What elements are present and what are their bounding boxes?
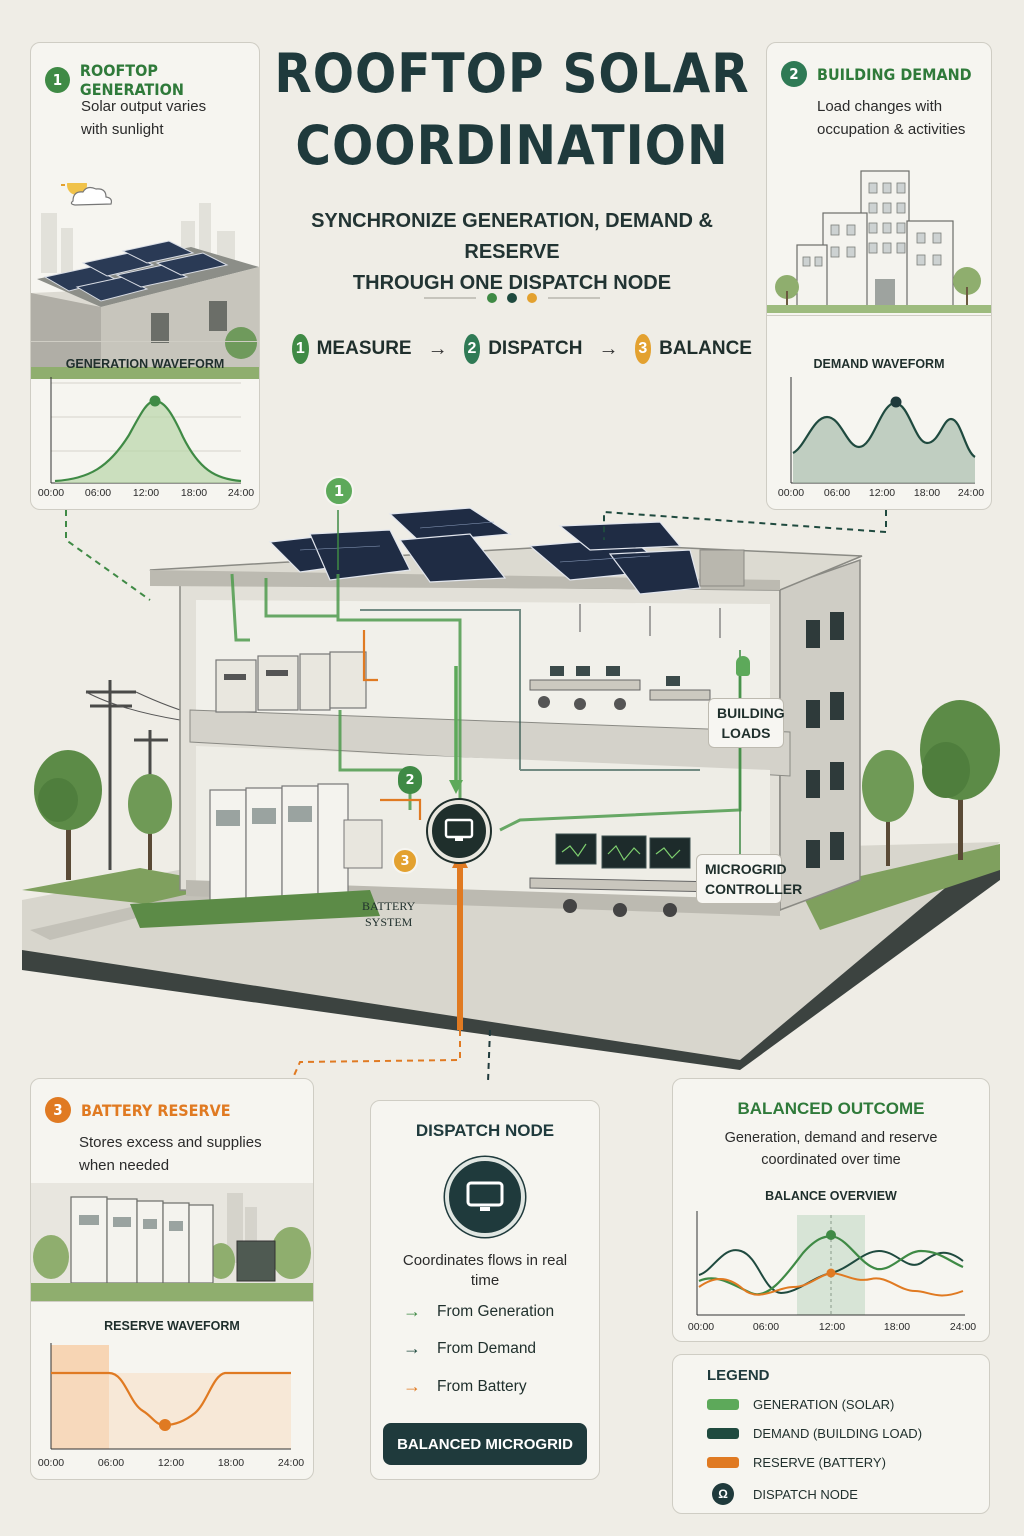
generation-desc-line-1: Solar output varies [81, 98, 207, 115]
balanced-microgrid-badge[interactable]: BALANCED MICROGRID [383, 1423, 587, 1465]
reserve-card: 3 BATTERY RESERVE Stores excess and supp… [30, 1078, 314, 1480]
control-room-monitors [555, 833, 691, 869]
reserve-card-heading: 3 BATTERY RESERVE [45, 1097, 231, 1123]
server-rack-group [215, 651, 367, 713]
dispatch-monitor-badge [445, 1157, 525, 1237]
building-marker-2: 2 [398, 766, 422, 794]
flow-from-demand: → From Demand [403, 1338, 537, 1358]
legend-item-demand: DEMAND (BUILDING LOAD) [707, 1426, 922, 1441]
office-desk-group [529, 679, 711, 701]
generation-peak-marker [149, 395, 161, 407]
demand-desc-line-2: occupation & activities [817, 121, 966, 138]
solar-panel-array [268, 507, 701, 595]
reserve-description: Stores excess and supplies when needed [79, 1131, 299, 1177]
arrow-right-icon: → [403, 1301, 421, 1321]
page-title: ROOFTOP SOLAR COORDINATION [262, 38, 762, 182]
flow-from-battery: → From Battery [403, 1376, 527, 1396]
subtitle-line-1: SYNCHRONIZE GENERATION, DEMAND & RESERVE [311, 210, 713, 263]
solar-rooftop-illustration [31, 183, 259, 379]
legend-item-dispatch-node: Ω DISPATCH NODE [707, 1483, 858, 1505]
legend-swatch-reserve [707, 1457, 739, 1468]
step-3-label: BALANCE [659, 338, 752, 359]
title-line-1: ROOFTOP SOLAR [274, 42, 750, 105]
building-loads-label: BUILDING LOADS [708, 698, 785, 748]
generation-heading-text: ROOFTOP GENERATION [79, 61, 184, 99]
generation-wave-title: GENERATION WAVEFORM [65, 357, 225, 371]
outcome-reserve-marker [826, 1268, 836, 1278]
building-cutaway-illustration [22, 507, 1000, 1083]
legend-item-reserve: RESERVE (BATTERY) [707, 1455, 886, 1470]
dispatch-heading: DISPATCH NODE [415, 1121, 555, 1140]
legend-swatch-demand [707, 1428, 739, 1439]
arrow-right-icon: → [427, 337, 448, 360]
step-1-label: MEASURE [316, 338, 412, 359]
balance-overview-chart [696, 1211, 965, 1316]
demand-description: Load changes with occupation & activitie… [817, 95, 993, 141]
demand-desc-line-1: Load changes with [817, 98, 943, 115]
process-steps: 1 MEASURE → 2 DISPATCH → 3 BALANCE [292, 334, 752, 364]
arrow-right-icon: → [598, 337, 619, 360]
demand-card: 2 BUILDING DEMAND Load changes with occu… [766, 42, 992, 510]
building-marker-3: 3 [392, 848, 418, 874]
demand-badge: 2 [781, 61, 807, 87]
generation-description: Solar output varies with sunlight [81, 95, 261, 141]
arrow-right-icon: → [403, 1338, 421, 1358]
city-buildings-illustration [767, 161, 991, 313]
dispatch-node-icon: Ω [712, 1483, 734, 1505]
reserve-desc-line-2: when needed [79, 1157, 170, 1174]
battery-storage-illustration [31, 1183, 313, 1301]
step-2-label: DISPATCH [488, 338, 583, 359]
reserve-heading-text: BATTERY RESERVE [81, 1100, 231, 1120]
demand-waveform-chart [790, 377, 976, 484]
subtitle-line-2: THROUGH ONE DISPATCH NODE [352, 272, 672, 294]
step-1-badge: 1 [292, 334, 309, 364]
step-2-badge: 2 [463, 334, 481, 364]
generation-waveform-chart [50, 377, 242, 484]
outcome-generation-marker [826, 1230, 836, 1240]
generation-badge: 1 [45, 67, 70, 93]
step-3-badge: 3 [634, 334, 652, 364]
legend-swatch-generation [707, 1399, 739, 1410]
tree-icon [34, 750, 172, 880]
generation-card-heading: 1 ROOFTOP GENERATION [45, 61, 259, 99]
reserve-waveform-chart [50, 1343, 291, 1450]
building-leaf-icon [736, 656, 750, 676]
balanced-outcome-card: BALANCED OUTCOME Generation, demand and … [672, 1078, 990, 1342]
building-marker-1: 1 [324, 476, 354, 506]
reserve-low-marker [159, 1419, 171, 1431]
demand-card-heading: 2 BUILDING DEMAND [781, 61, 972, 87]
monitor-icon [444, 818, 474, 841]
tree-icon [862, 700, 1000, 866]
page-subtitle: SYNCHRONIZE GENERATION, DEMAND & RESERVE… [262, 206, 762, 299]
dispatch-card: DISPATCH NODE Coordinates flows in real … [370, 1100, 600, 1480]
sun-cloud-icon [61, 183, 113, 206]
title-line-2: COORDINATION [295, 114, 729, 177]
reserve-badge: 3 [45, 1097, 71, 1123]
dispatch-node-hub[interactable] [428, 800, 490, 862]
battery-system-label: BATTERY SYSTEM [362, 899, 416, 929]
generation-desc-line-2: with sunlight [81, 121, 164, 138]
demand-wave-title: DEMAND WAVEFORM [813, 357, 945, 371]
reserve-desc-line-1: Stores excess and supplies [79, 1134, 262, 1151]
dispatch-description: Coordinates flows in real time [402, 1252, 568, 1289]
legend-card: LEGEND GENERATION (SOLAR) DEMAND (BUILDI… [672, 1354, 990, 1514]
reserve-wave-title: RESERVE WAVEFORM [104, 1319, 240, 1333]
outcome-description: Generation, demand and reserve coordinat… [724, 1130, 938, 1168]
outcome-heading: BALANCED OUTCOME [737, 1099, 925, 1118]
title-divider [424, 293, 600, 303]
sun-icon [197, 183, 233, 185]
outcome-chart-title: BALANCE OVERVIEW [765, 1189, 897, 1203]
demand-peak-marker [890, 396, 902, 408]
demand-heading-text: BUILDING DEMAND [817, 64, 972, 84]
microgrid-controller-label: MICROGRID CONTROLLER [696, 854, 802, 904]
flow-from-generation: → From Generation [403, 1301, 555, 1321]
legend-item-generation: GENERATION (SOLAR) [707, 1397, 894, 1412]
battery-cabinet-group [209, 783, 349, 901]
legend-heading: LEGEND [707, 1367, 770, 1384]
generation-card: 1 ROOFTOP GENERATION Solar output varies… [30, 42, 260, 510]
arrow-right-icon: → [403, 1376, 421, 1396]
monitor-icon [466, 1181, 504, 1211]
